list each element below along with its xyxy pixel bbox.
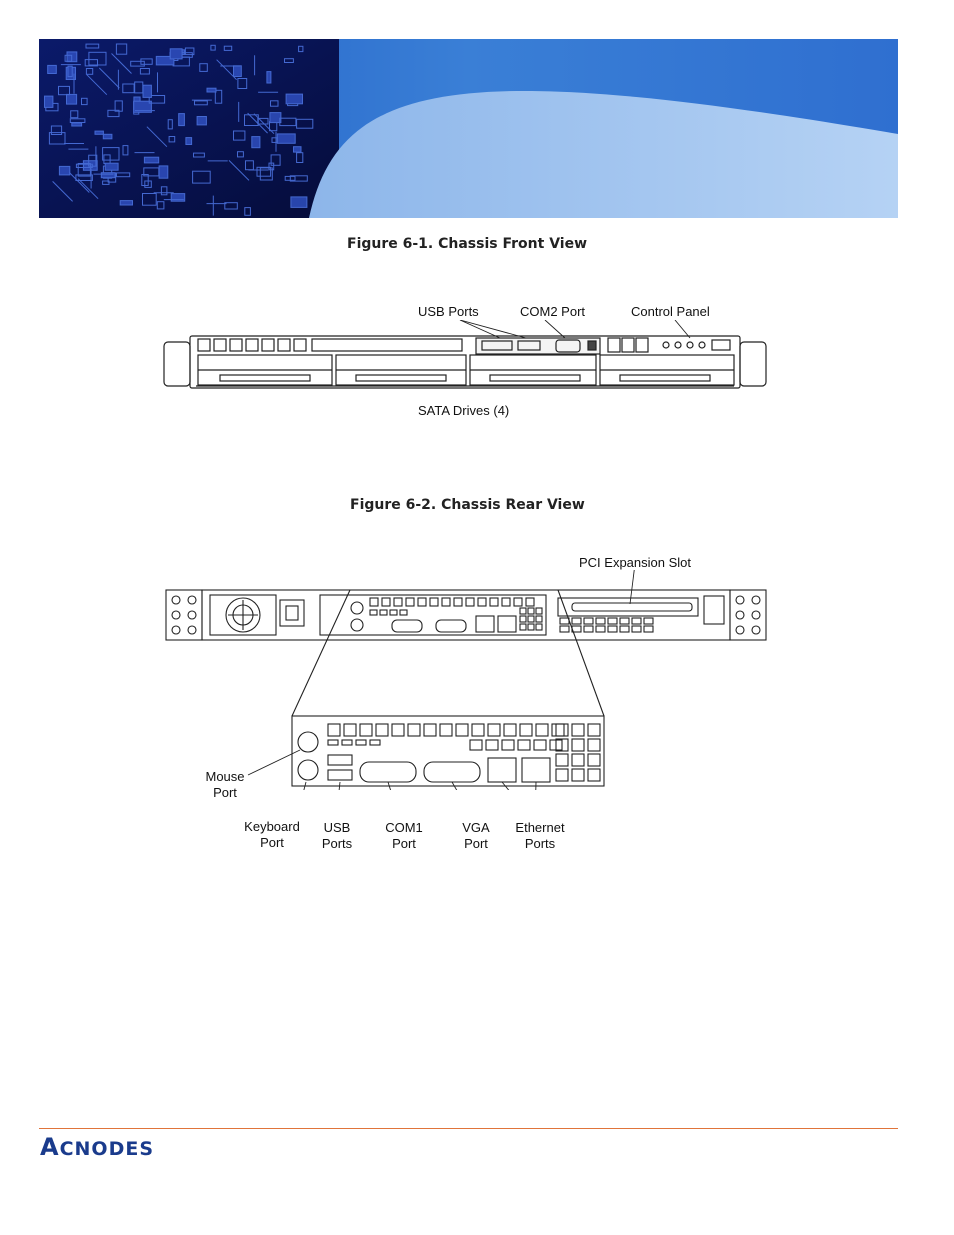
label-usb-ports-rear: USB Ports [312,820,362,852]
label-com1-line1: COM1 [385,820,423,835]
label-usb-line2: Ports [321,836,353,851]
header-banner [39,39,898,218]
label-pci-expansion-slot: PCI Expansion Slot [579,555,692,570]
label-ethernet-ports: Ethernet Ports [506,820,574,852]
circuit-board-image [44,43,314,216]
label-com1-port: COM1 Port [374,820,434,852]
label-ethernet-line2: Ports [524,836,556,851]
acnodes-logo: ACNODES [40,1133,154,1161]
logo-initial: A [40,1133,60,1161]
chassis-rear-diagram [165,570,767,790]
label-ethernet-line1: Ethernet [515,820,565,835]
label-vga-line2: Port [464,836,488,851]
label-com1-line2: Port [392,836,416,851]
label-usb-ports-front: USB Ports [418,304,479,319]
label-keyboard-line2: Port [260,835,284,850]
chassis-front-diagram [163,320,767,389]
label-usb-line1: USB [323,820,351,835]
label-vga-port: VGA Port [450,820,502,852]
label-control-panel: Control Panel [631,304,710,319]
label-mouse-port: Mouse Port [196,769,254,801]
label-sata-drives: SATA Drives (4) [418,403,510,418]
figure-caption-rear: Figure 6-2. Chassis Rear View [350,497,585,513]
label-mouse-line1: Mouse [205,769,245,784]
figure-caption-front: Figure 6-1. Chassis Front View [347,236,588,252]
label-mouse-line2: Port [213,785,237,800]
footer-rule [39,1128,898,1129]
logo-rest: CNODES [59,1138,155,1160]
label-keyboard-line1: Keyboard [244,819,300,834]
label-keyboard-port: Keyboard Port [234,819,310,851]
label-vga-line1: VGA [462,820,490,835]
label-com2-port: COM2 Port [520,304,586,319]
